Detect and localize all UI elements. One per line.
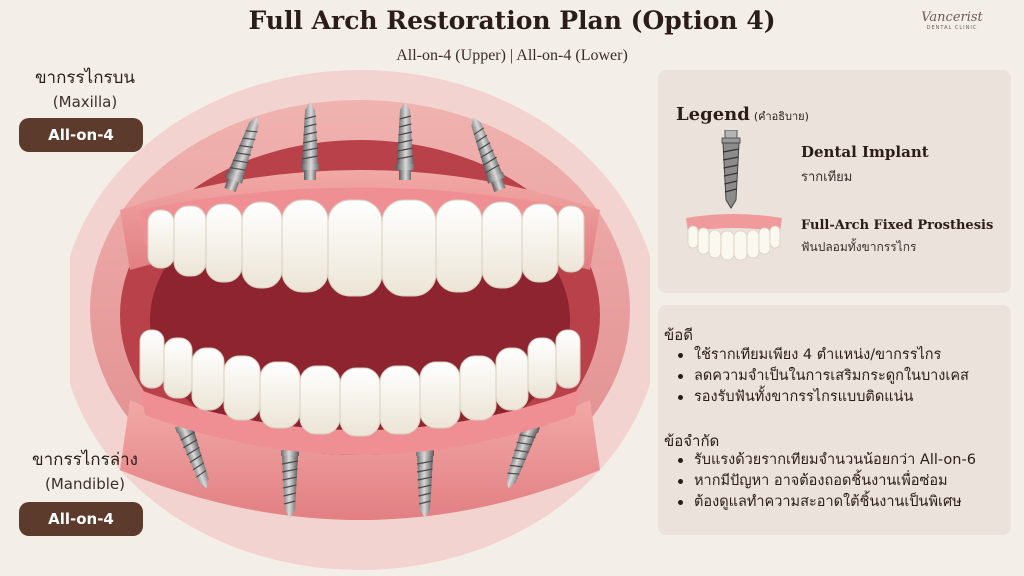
logo-small-text: DENTAL CLINIC [926, 25, 978, 31]
implant-icon [721, 130, 741, 209]
list-item: รับแรงด้วยรากเทียมจำนวนน้อยกว่า All-on-6 [672, 450, 976, 471]
legend-implant-name: Dental Implant [801, 143, 929, 161]
legend-title: Legend(คำอธิบาย) [676, 104, 809, 125]
list-item: หากมีปัญหา อาจต้องถอดชิ้นงานเพื่อซ่อม [672, 471, 976, 492]
pros-list: ใช้รากเทียมเพียง 4 ตำแหน่ง/ขากรรไกร ลดคว… [672, 345, 969, 408]
prosthesis-icon [686, 214, 782, 261]
legend-implant-name-th: รากเทียม [801, 170, 853, 185]
legend-panel: Legend(คำอธิบาย) Dental Implant รากเทียม… [658, 70, 1011, 293]
lower-jaw-label: ขากรรไกรล่าง (Mandible) [10, 446, 160, 493]
list-item: รองรับฟันทั้งขากรรไกรแบบติดแน่น [672, 387, 969, 408]
list-item: ลดความจำเป็นในการเสริมกระดูกในบางเคส [672, 366, 969, 387]
cons-list: รับแรงด้วยรากเทียมจำนวนน้อยกว่า All-on-6… [672, 450, 976, 513]
page-subtitle: All-on-4 (Upper) | All-on-4 (Lower) [396, 47, 628, 64]
upper-jaw-badge: All-on-4 [19, 118, 143, 152]
legend-title-text: Legend [676, 104, 750, 125]
pros-cons-panel: ข้อดี ใช้รากเทียมเพียง 4 ตำแหน่ง/ขากรรไก… [658, 305, 1011, 535]
upper-jaw-label-th: ขากรรไกรบน [34, 68, 136, 88]
legend-prosthesis-name-th: ฟันปลอมทั้งขากรรไกร [801, 240, 917, 254]
list-item: ต้องดูแลทำความสะอาดใต้ชิ้นงานเป็นพิเศษ [672, 492, 976, 513]
pros-title: ข้อดี [664, 326, 694, 344]
legend-prosthesis-name: Full-Arch Fixed Prosthesis [801, 218, 994, 233]
list-item: ใช้รากเทียมเพียง 4 ตำแหน่ง/ขากรรไกร [672, 345, 969, 366]
page-title: Full Arch Restoration Plan (Option 4) [248, 6, 776, 35]
upper-jaw-label-en: (Maxilla) [52, 93, 118, 111]
logo-script-text: Vancerist [921, 10, 983, 25]
upper-jaw-label: ขากรรไกรบน (Maxilla) [10, 64, 160, 111]
dental-illustration [70, 70, 650, 570]
lower-jaw-label-en: (Mandible) [45, 475, 125, 493]
lower-jaw-label-th: ขากรรไกรล่าง [32, 450, 138, 470]
legend-title-th: (คำอธิบาย) [753, 110, 809, 123]
cons-title: ข้อจำกัด [664, 432, 720, 450]
clinic-logo: Vancerist DENTAL CLINIC [912, 10, 992, 40]
lower-jaw-badge: All-on-4 [19, 502, 143, 536]
